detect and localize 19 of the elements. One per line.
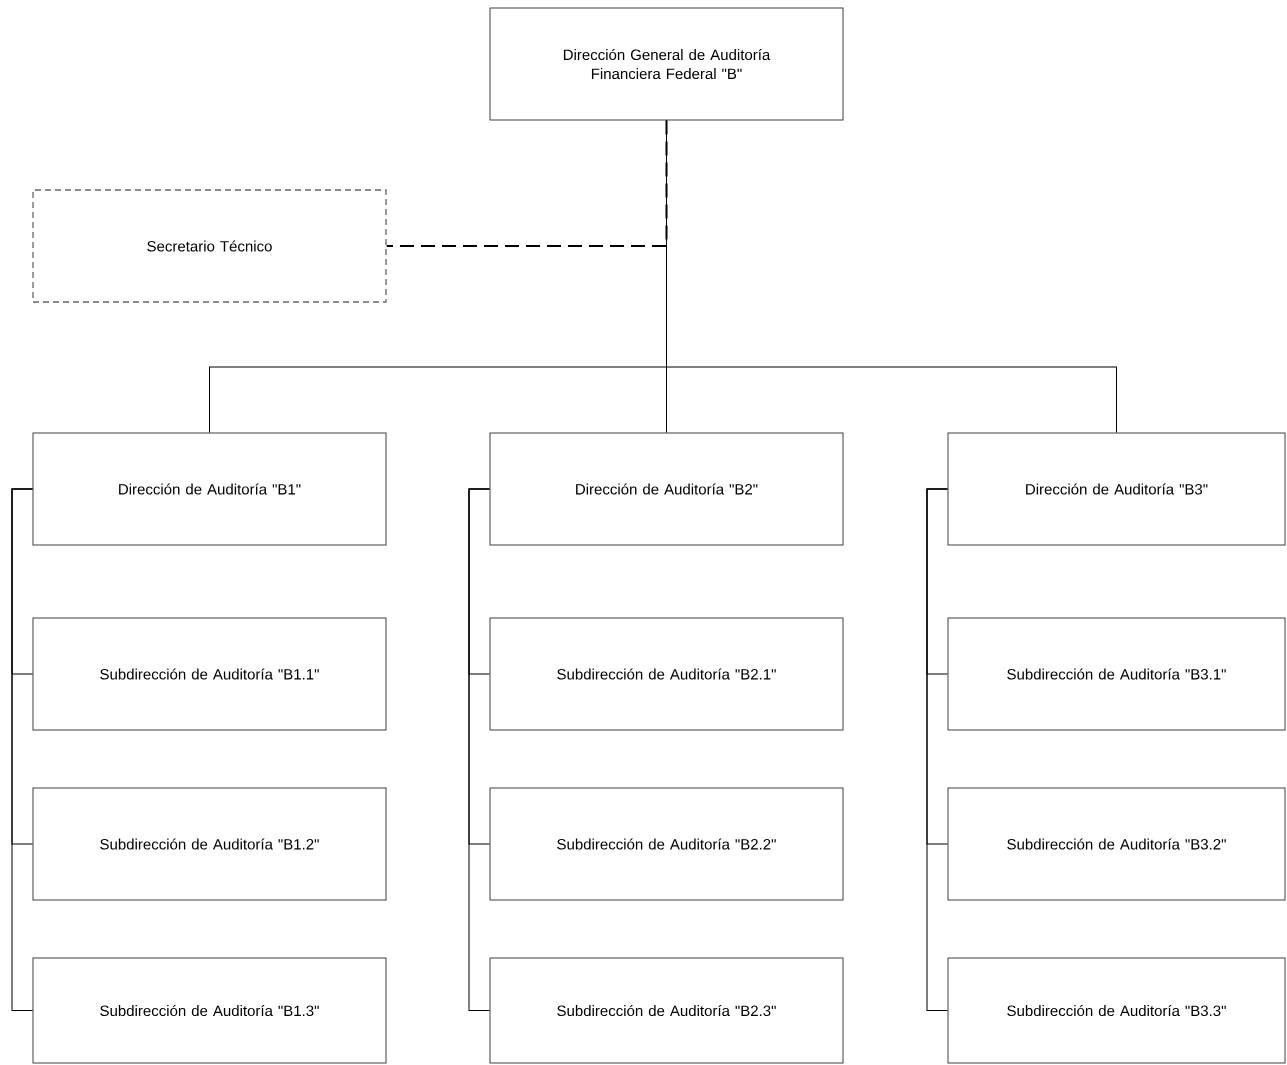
connector-line xyxy=(385,119,668,247)
connector-line xyxy=(926,488,948,1011)
org-box: Subdirección de Auditoría "B2.3" xyxy=(489,957,844,1064)
org-box: Dirección de Auditoría "B3" xyxy=(947,432,1286,546)
org-box: Subdirección de Auditoría "B3.1" xyxy=(947,617,1286,731)
org-box: Subdirección de Auditoría "B1.1" xyxy=(32,617,387,731)
org-box: Subdirección de Auditoría "B1.3" xyxy=(32,957,387,1064)
org-box: Subdirección de Auditoría "B3.2" xyxy=(947,787,1286,901)
org-box: Subdirección de Auditoría "B2.1" xyxy=(489,617,844,731)
org-box: Dirección General de Auditoría Financiera Federal "B" xyxy=(489,7,844,121)
org-box: Subdirección de Auditoría "B2.2" xyxy=(489,787,844,901)
org-box: Dirección de Auditoría "B2" xyxy=(489,432,844,546)
connector-line xyxy=(11,488,33,1011)
org-box: Subdirección de Auditoría "B3.3" xyxy=(947,957,1286,1064)
org-box: Dirección de Auditoría "B1" xyxy=(32,432,387,546)
connector-line xyxy=(468,488,490,1011)
org-box: Subdirección de Auditoría "B1.2" xyxy=(32,787,387,901)
connector-line xyxy=(666,120,1117,433)
dashed-box: Secretario Técnico xyxy=(32,189,387,303)
